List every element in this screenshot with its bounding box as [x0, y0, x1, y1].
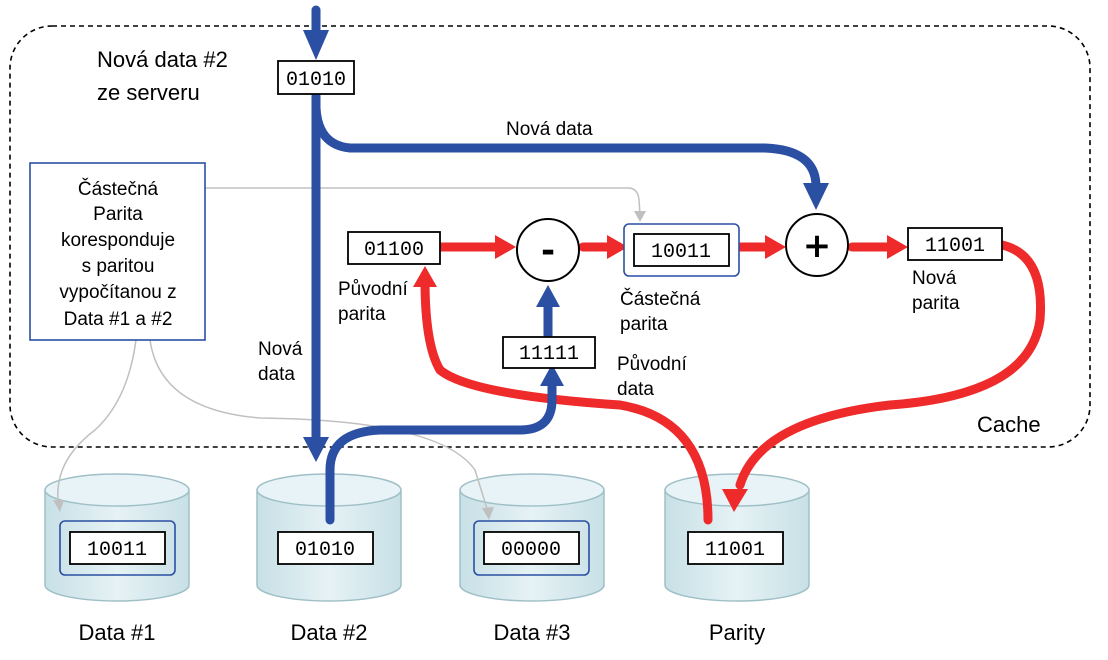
disk-parity-value: 11001: [687, 531, 784, 565]
subtract-operator: -: [516, 218, 580, 282]
cache-boundary: [9, 25, 1091, 448]
disk-data-1-value: 10011: [59, 520, 176, 576]
new-data-2-subtitle: ze serveru: [97, 80, 200, 105]
partial-parity-line2: parita: [620, 314, 668, 335]
svg-text:00000: 00000: [501, 539, 561, 562]
old-data-box: 11111: [502, 336, 596, 369]
original-data-line1: Původní: [617, 354, 687, 375]
red-arrowheads: [413, 235, 908, 512]
note-line-6: Data #1 a #2: [64, 309, 173, 330]
original-parity-line1: Původní: [338, 279, 408, 300]
svg-text:10011: 10011: [87, 539, 147, 562]
new-parity-box: 11001: [907, 227, 1003, 261]
partial-parity-line1: Částečná: [620, 288, 701, 310]
disk-data-1-label: Data #1: [78, 620, 155, 645]
new-data-left-line1: Nová: [258, 339, 303, 360]
partial-parity-note: Částečná Parita koresponduje s paritou v…: [29, 162, 206, 341]
red-flows: [420, 240, 1046, 525]
minus-symbol: -: [541, 231, 555, 271]
new-parity-line2: parita: [912, 293, 960, 314]
blue-flows: [311, 5, 821, 525]
note-line-2: Parita: [93, 204, 143, 225]
note-line-1: Částečná: [78, 178, 159, 200]
svg-text:10011: 10011: [651, 241, 711, 264]
note-line-3: koresponduje: [61, 230, 175, 251]
note-arrowheads: [53, 211, 646, 520]
disk-data-2-value: 01010: [277, 531, 374, 565]
svg-text:01010: 01010: [286, 69, 346, 92]
svg-text:11001: 11001: [705, 539, 765, 562]
disk-parity-label: Parity: [709, 620, 765, 645]
old-parity-box: 01100: [347, 231, 441, 265]
disk-data-3-label: Data #3: [493, 620, 570, 645]
svg-text:11111: 11111: [519, 343, 579, 366]
note-line-4: s paritou: [82, 256, 155, 277]
blue-arrowheads: [303, 30, 829, 462]
original-parity-line2: parita: [338, 304, 386, 325]
new-data-left-line2: data: [258, 364, 295, 385]
plus-symbol: +: [803, 226, 832, 266]
disk-data-2-label: Data #2: [290, 620, 367, 645]
svg-text:11001: 11001: [925, 235, 985, 258]
new-data-top-label: Nová data: [506, 119, 593, 140]
original-data-line2: data: [617, 379, 654, 400]
partial-parity-box: 10011: [623, 223, 740, 277]
cache-label: Cache: [977, 412, 1041, 437]
incoming-value-box: 01010: [277, 60, 355, 95]
note-line-5: vypočítanou z: [59, 282, 176, 303]
svg-text:01010: 01010: [295, 539, 355, 562]
disk-data-3-value: 00000: [473, 520, 590, 576]
new-parity-line1: Nová: [912, 268, 957, 289]
note-connectors: [57, 187, 641, 513]
xor-operator: +: [785, 213, 849, 277]
svg-text:01100: 01100: [364, 239, 424, 262]
new-data-2-title: Nová data #2: [97, 47, 228, 72]
